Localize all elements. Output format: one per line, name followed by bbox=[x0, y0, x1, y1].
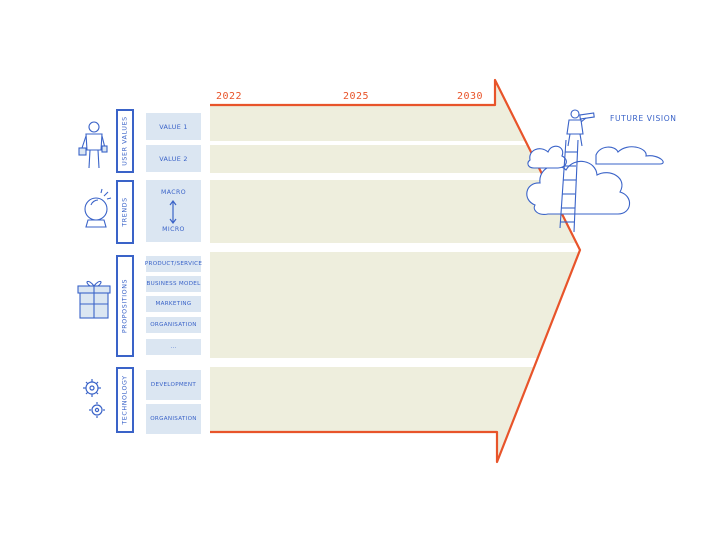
category-technology: TECHNOLOGY bbox=[116, 367, 134, 433]
category-label: TRENDS bbox=[121, 197, 129, 227]
user-value-cell: VALUE 1 bbox=[146, 113, 201, 140]
person-with-telescope-icon bbox=[566, 109, 595, 147]
proposition-cell: BUSINESS MODEL bbox=[146, 276, 201, 292]
proposition-cell: ORGANISATION bbox=[146, 317, 201, 333]
category-propositions: PROPOSITIONS bbox=[116, 255, 134, 357]
year-label-mid: 2025 bbox=[343, 91, 370, 102]
proposition-cell: PRODUCT/SERVICE bbox=[145, 256, 202, 272]
year-label-end: 2030 bbox=[457, 91, 484, 102]
crystal-ball-icon bbox=[84, 188, 112, 228]
category-user-values: USER VALUES bbox=[116, 109, 134, 173]
technology-cell: DEVELOPMENT bbox=[146, 370, 201, 400]
macro-label: MACRO bbox=[161, 189, 186, 196]
lane-separator bbox=[205, 358, 585, 367]
proposition-cell: MARKETING bbox=[146, 296, 201, 312]
lane-separator bbox=[205, 243, 585, 252]
gift-box-icon bbox=[77, 280, 111, 319]
category-label: USER VALUES bbox=[121, 116, 129, 166]
year-label-start: 2022 bbox=[216, 91, 243, 102]
person-icon bbox=[78, 121, 108, 169]
technology-cell: ORGANISATION bbox=[146, 404, 201, 434]
lane-separator bbox=[205, 141, 585, 145]
proposition-cell: ... bbox=[146, 339, 201, 355]
gears-icon bbox=[83, 379, 105, 418]
trends-cell: MACRO MICRO bbox=[146, 180, 201, 242]
roadmap-arrow-outline bbox=[210, 78, 582, 464]
cloud-icon bbox=[526, 145, 664, 215]
user-value-cell: VALUE 2 bbox=[146, 145, 201, 172]
category-trends: TRENDS bbox=[116, 180, 134, 244]
lane-separator bbox=[205, 173, 585, 180]
ladder-icon bbox=[559, 139, 579, 233]
category-label: PROPOSITIONS bbox=[121, 278, 129, 334]
double-arrow-icon bbox=[169, 200, 177, 224]
category-label: TECHNOLOGY bbox=[121, 375, 129, 425]
micro-label: MICRO bbox=[162, 226, 185, 233]
future-vision-label: FUTURE VISION bbox=[610, 114, 677, 123]
